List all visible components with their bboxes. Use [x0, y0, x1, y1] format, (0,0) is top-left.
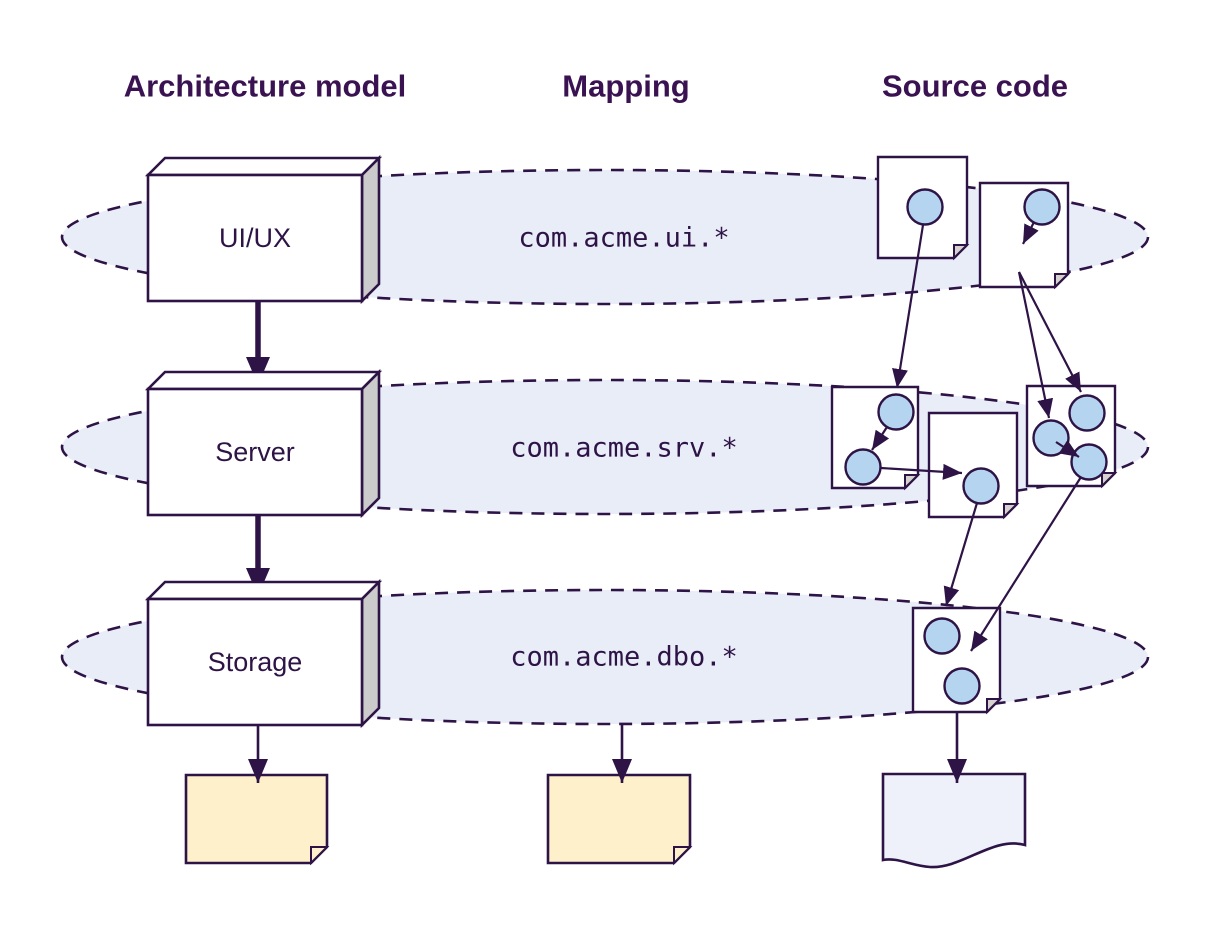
- class-circle: [906, 188, 944, 226]
- source-file-srv-2: [927, 411, 1020, 520]
- architecture-box-uiux: UI/UX: [144, 154, 383, 305]
- folded-corner-icon: [953, 244, 970, 261]
- folded-corner-icon: [986, 698, 1003, 715]
- source-file-ui-1: [876, 155, 970, 261]
- box-top-face: [144, 370, 383, 391]
- dependency-arrow: [1017, 271, 1054, 419]
- column-header-mapping: Mapping: [562, 69, 689, 104]
- dependency-arrow: [871, 426, 890, 451]
- dependency-arrow: [880, 463, 963, 480]
- class-circle: [844, 448, 882, 486]
- document-icon: [546, 773, 692, 865]
- document-icon: [184, 773, 329, 865]
- box-label-server: Server: [215, 437, 295, 467]
- box-right-face: [360, 578, 381, 729]
- wavy-document-icon: [881, 772, 1027, 869]
- class-circle: [1070, 443, 1108, 481]
- report-doc-source: [881, 772, 1027, 869]
- column-header-architecture: Architecture model: [124, 69, 407, 104]
- box-front-face: [146, 387, 364, 517]
- dependency-arrow: [1018, 271, 1082, 393]
- box-front-face: [146, 173, 364, 303]
- folded-corner-icon: [673, 846, 693, 866]
- box-right-face: [360, 368, 381, 519]
- folded-corner-icon: [904, 474, 921, 491]
- folded-corner-icon: [1003, 503, 1020, 520]
- class-circle: [1032, 419, 1070, 457]
- dependency-arrow: [943, 502, 979, 607]
- architecture-box-storage: Storage: [144, 578, 383, 729]
- box-top-face: [144, 156, 383, 177]
- architecture-box-server: Server: [144, 368, 383, 519]
- source-file-ui-2: [978, 181, 1071, 290]
- column-header-source: Source code: [882, 69, 1068, 104]
- source-file-srv-3: [1025, 384, 1118, 489]
- class-circle: [1068, 394, 1106, 432]
- package-pattern-server: com.acme.srv.*: [510, 433, 738, 464]
- source-file-srv-1: [830, 385, 921, 491]
- box-label-uiux: UI/UX: [219, 223, 291, 253]
- class-circle: [923, 617, 961, 655]
- folded-corner-icon: [1101, 472, 1118, 489]
- dependency-arrow: [970, 476, 1082, 652]
- class-circle: [962, 467, 1000, 505]
- box-label-storage: Storage: [208, 647, 303, 677]
- package-pattern-storage: com.acme.dbo.*: [510, 642, 738, 673]
- report-doc-architecture: [184, 773, 330, 866]
- dependency-arrow: [1055, 439, 1080, 458]
- package-pattern-ui: com.acme.ui.*: [518, 223, 729, 254]
- class-circle: [877, 393, 915, 431]
- box-top-face: [144, 580, 383, 601]
- dependency-arrows: [871, 221, 1082, 652]
- report-doc-mapping: [546, 773, 693, 866]
- folded-corner-icon: [1054, 273, 1071, 290]
- source-file-dbo-1: [911, 606, 1003, 715]
- dependency-arrow: [892, 224, 925, 389]
- box-right-face: [360, 154, 381, 305]
- class-circle: [1023, 188, 1061, 226]
- class-circle: [943, 667, 981, 705]
- dependency-arrow: [1022, 221, 1039, 245]
- box-front-face: [146, 597, 364, 727]
- folded-corner-icon: [310, 846, 330, 866]
